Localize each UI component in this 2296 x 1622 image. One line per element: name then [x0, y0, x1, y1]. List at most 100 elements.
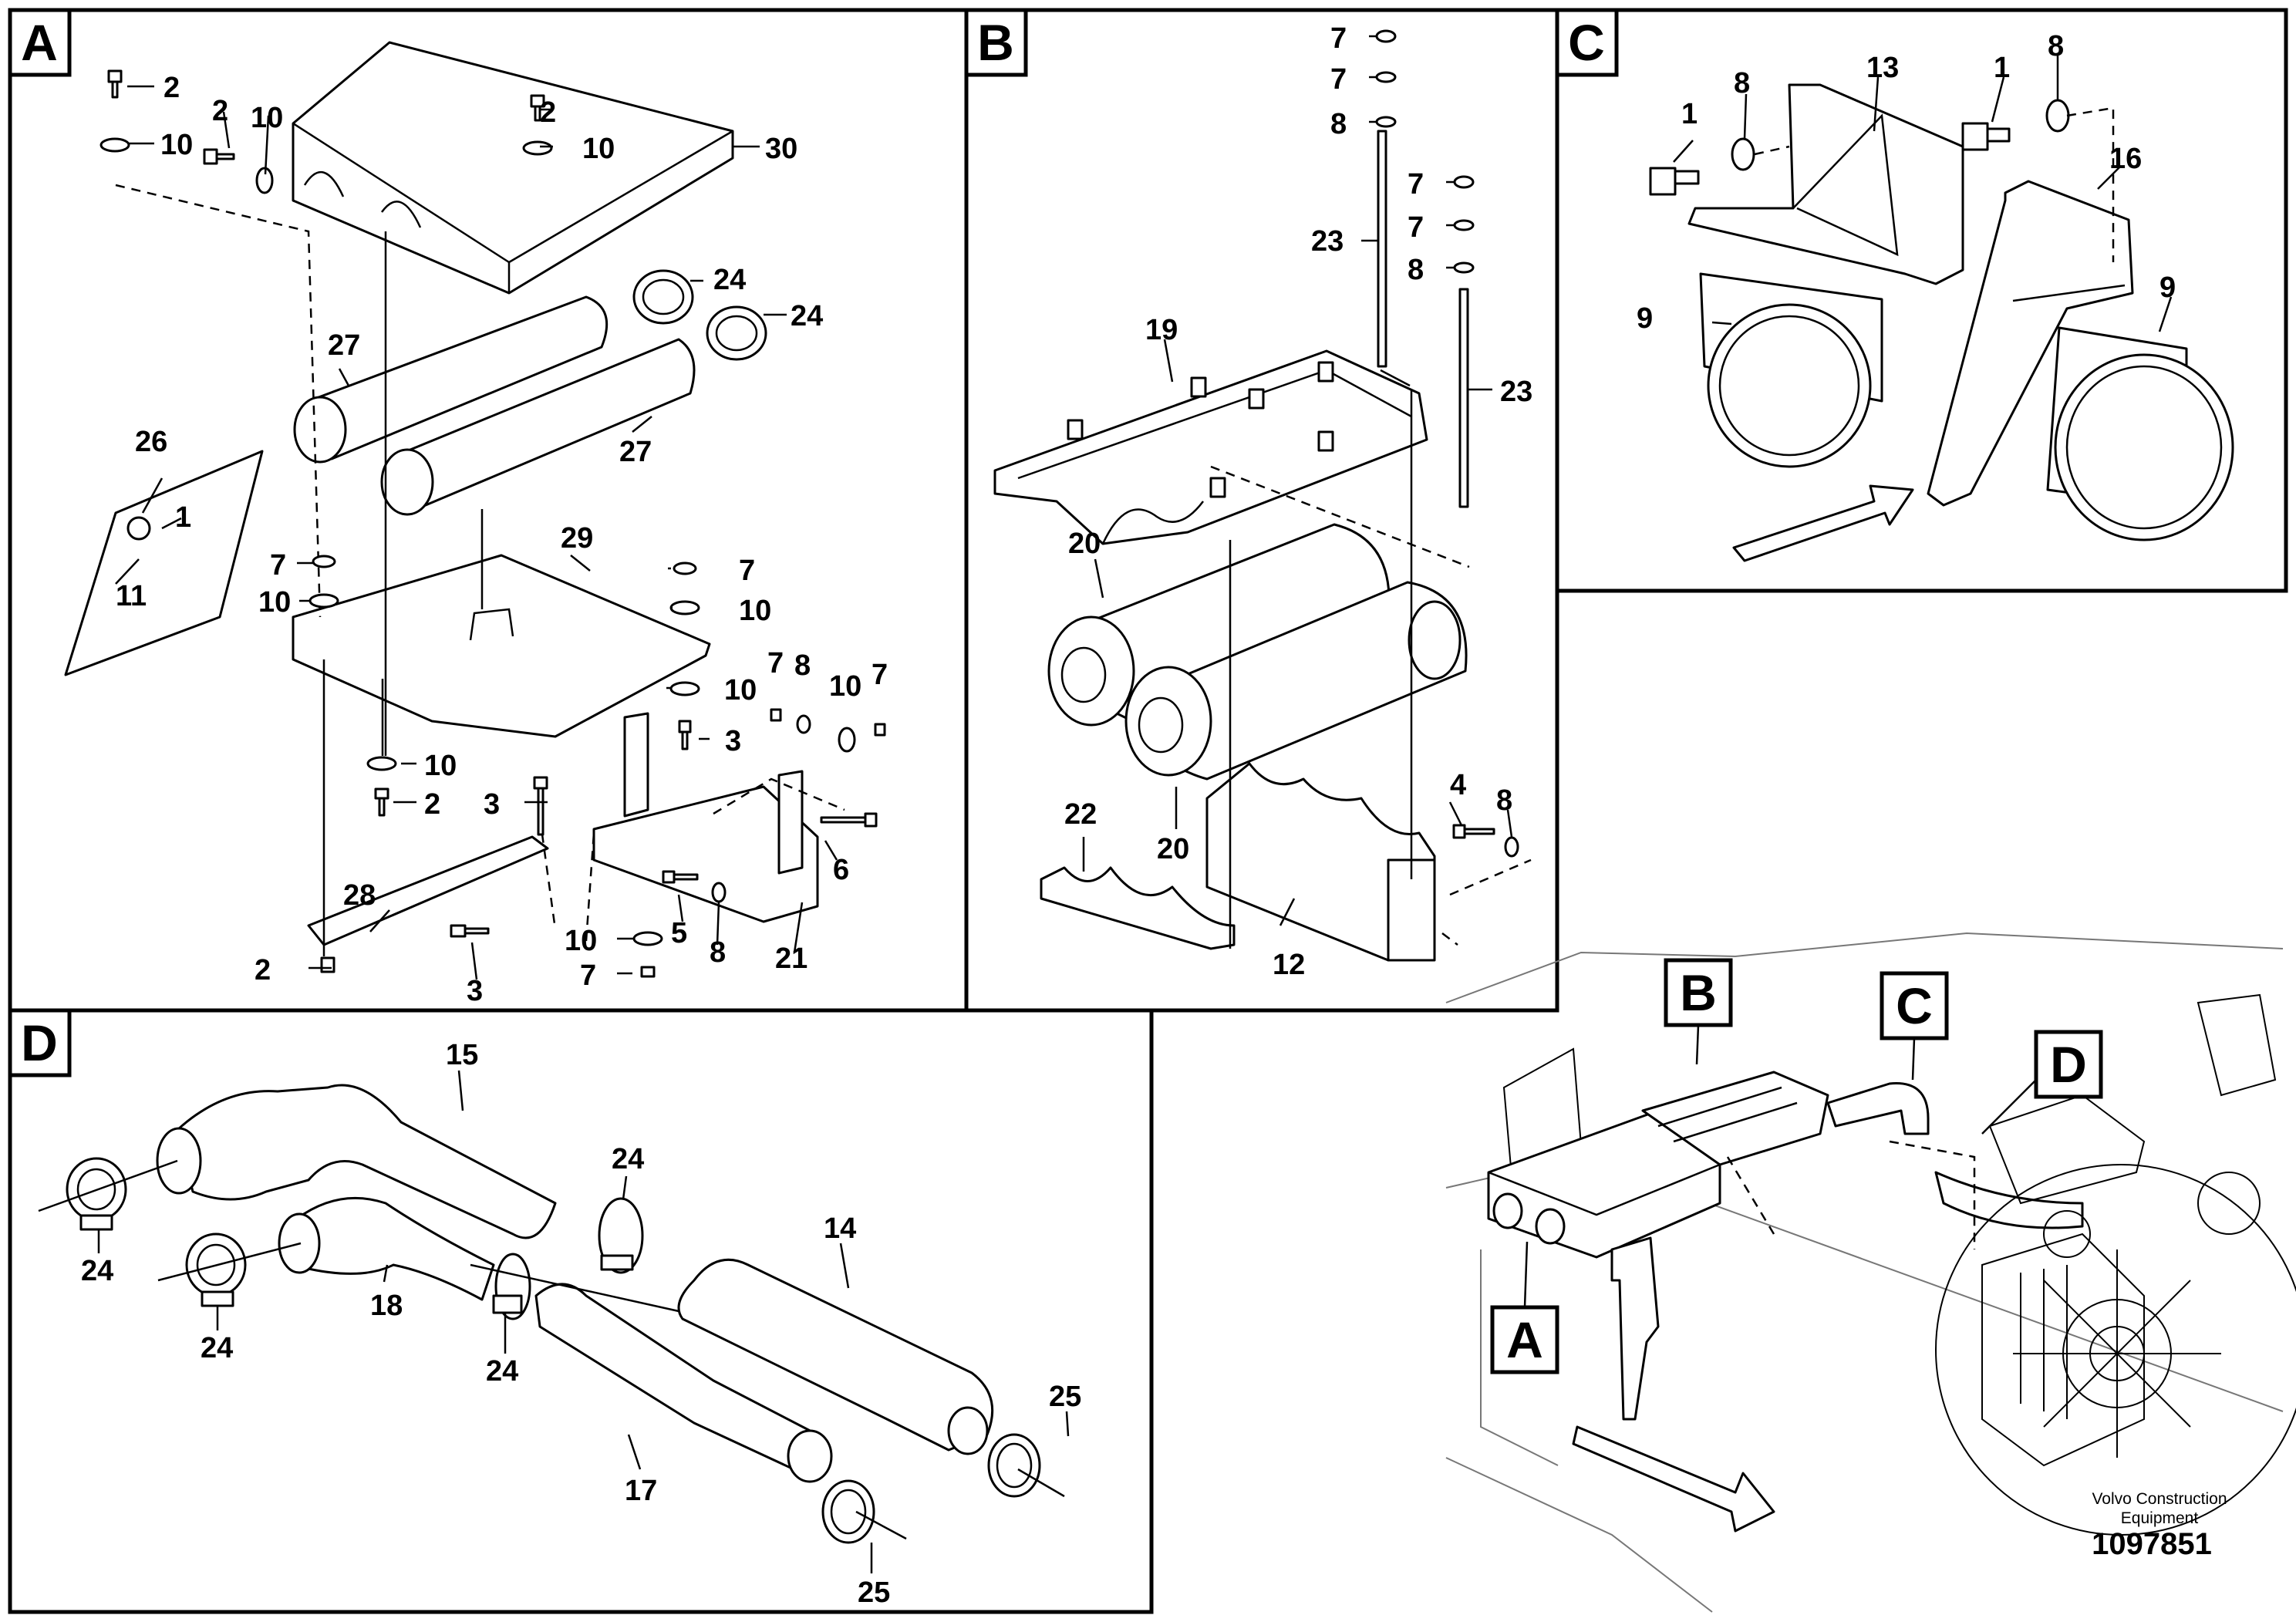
washer-icon-a5: [308, 593, 339, 609]
hose-clamp-icon-c2: [2046, 326, 2234, 541]
part-number-label: B: [1680, 964, 1717, 1021]
part-number-label: 24: [201, 1332, 233, 1364]
hex-bolt-icon-a10: [320, 956, 335, 973]
hex-bolt-icon-a5: [374, 787, 389, 817]
hex-bolt-icon-a6: [533, 776, 548, 836]
part-number-label: 7: [739, 555, 755, 587]
part-number-label: 18: [370, 1290, 403, 1322]
part-number-label: 22: [1064, 798, 1097, 831]
hex-bolt-icon-b1: [1452, 824, 1495, 839]
hex-bolt-icon-c1: [1649, 167, 1700, 196]
part-number-label: 7: [1408, 211, 1424, 244]
bracket-21: [592, 712, 819, 923]
washer-icon-b5: [1504, 836, 1519, 858]
panel-letter-a: A: [8, 8, 72, 77]
bracket-13: [1687, 83, 1964, 285]
part-number-label: 20: [1157, 833, 1189, 865]
part-number-label: 10: [258, 586, 291, 619]
part-number-label: 7: [872, 659, 888, 691]
part-number-label: 8: [794, 649, 811, 682]
part-number-label: 5: [671, 917, 687, 949]
washer-icon-a8: [669, 681, 700, 696]
panel-a-drawing: 2 10 2 10 2 10 30 24 24 27 27 26 1 11 7 …: [64, 41, 888, 1007]
part-number-label: 9: [1637, 302, 1653, 335]
bracket-16: [1927, 180, 2134, 507]
part-number-label: 4: [1450, 769, 1466, 801]
part-number-label: 10: [424, 750, 457, 782]
part-number-label: 3: [484, 788, 500, 821]
washer-icon-b3: [1453, 219, 1475, 231]
hex-bolt-icon-c2: [1961, 122, 2011, 151]
nut-icon-a1: [770, 708, 782, 722]
hose-clamp-icon-c1: [1699, 272, 1883, 468]
part-number-label: 7: [1330, 63, 1347, 96]
washer-icon-b2: [1375, 116, 1397, 128]
muffler-27-lower: [380, 338, 696, 516]
exhaust-pipe-18: [295, 1196, 495, 1301]
direction-arrow-icon-overview: [1572, 1425, 1775, 1533]
nut-icon-b2: [1453, 175, 1475, 189]
hose-clamp-icon-d5: [987, 1433, 1041, 1498]
cover-plate-30: [292, 41, 734, 295]
washer-icon-a4: [312, 555, 336, 568]
part-number-label: 12: [1273, 949, 1305, 981]
part-number-label: C: [1568, 14, 1605, 71]
hex-bolt-icon-a9: [450, 924, 490, 938]
part-number-label: 8: [1496, 784, 1512, 817]
nut-icon-b1: [1375, 29, 1397, 43]
part-number-label: 8: [1330, 108, 1347, 140]
panel-letter-c: C: [1555, 8, 1619, 77]
panel-b-drawing: 7 7 8 7 7 8 23 23 19 20 20 22 12 4 8: [993, 22, 1532, 981]
callout-d: D: [1981, 1030, 2103, 1135]
panel-letter-d: D: [8, 1008, 72, 1077]
part-number-label: 10: [251, 102, 283, 134]
hose-clamp-icon-d1: [66, 1157, 127, 1231]
panel-frames: [8, 8, 2288, 1614]
part-number-label: 25: [858, 1576, 890, 1609]
part-number-label: 24: [791, 300, 823, 332]
overview-muffler-housing: [1487, 1109, 1721, 1259]
callout-c: C: [1880, 971, 1949, 1081]
part-number-label: 24: [612, 1143, 644, 1175]
support-strip-28: [307, 835, 549, 946]
hex-bolt-icon-a7: [820, 812, 878, 828]
part-number-label: 7: [767, 647, 784, 679]
washer-icon-a9: [366, 756, 397, 771]
direction-arrow-icon-c: [1732, 484, 1914, 562]
hose-clamp-icon-d6: [821, 1479, 875, 1544]
part-number-label: D: [21, 1014, 58, 1071]
part-number-label: 13: [1866, 52, 1899, 84]
part-number-label: 8: [1408, 254, 1424, 286]
washer-icon-a2: [255, 167, 274, 194]
part-number-label: 3: [467, 975, 483, 1007]
part-number-label: 24: [713, 264, 746, 296]
hex-bolt-icon-a2: [203, 148, 235, 165]
part-number-label: 2: [212, 95, 228, 127]
part-number-label: 16: [2109, 143, 2142, 175]
washer-icon-a7: [669, 600, 700, 615]
part-number-label: 24: [486, 1355, 518, 1388]
hose-clamp-icon-d4: [492, 1253, 531, 1320]
washer-icon-a: [99, 137, 130, 153]
part-number-label: 21: [775, 943, 807, 975]
panel-c-drawing: 1 8 13 1 8 16 9 9: [1637, 30, 2234, 562]
part-number-label: 28: [343, 879, 376, 912]
washer-icon-a13: [632, 931, 663, 946]
cradle-22: [1040, 866, 1236, 950]
washer-icon-b1: [1375, 71, 1397, 83]
part-number-label: 3: [725, 725, 741, 757]
hose-clamp-icon-a1: [632, 269, 694, 325]
part-number-label: 7: [1408, 168, 1424, 201]
part-number-label: 10: [565, 925, 597, 957]
brand-block: Volvo Construction Equipment 1097851: [2092, 1490, 2227, 1561]
part-number-label: 15: [446, 1039, 478, 1071]
part-number-label: 23: [1311, 225, 1344, 258]
part-number-label: 27: [619, 436, 652, 468]
callout-b: B: [1664, 958, 1733, 1065]
part-number-label: 2: [424, 788, 440, 821]
nut-icon-a2: [874, 723, 886, 737]
part-number-label: 20: [1068, 528, 1101, 560]
part-number-label: A: [1506, 1311, 1543, 1368]
part-number-label: 10: [829, 670, 861, 703]
